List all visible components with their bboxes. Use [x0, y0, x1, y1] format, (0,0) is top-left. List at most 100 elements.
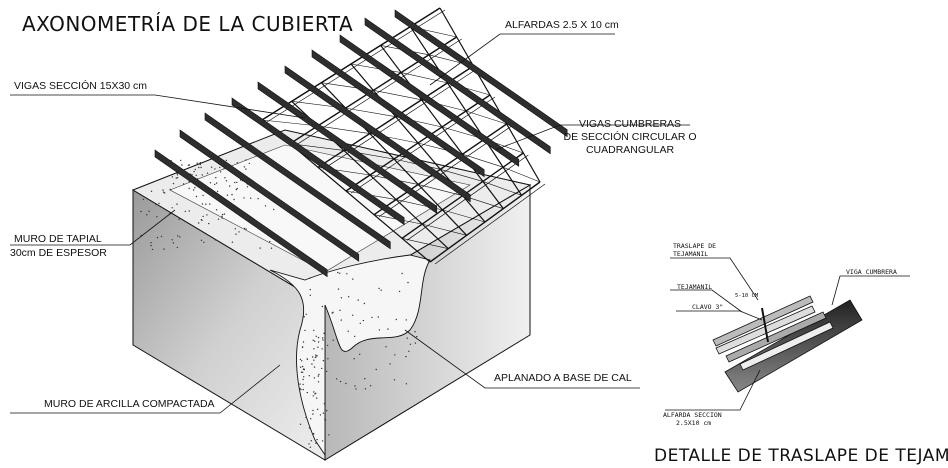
- plaster-dot: [156, 216, 158, 218]
- plaster-dot: [313, 366, 316, 368]
- brace-line: [462, 153, 504, 168]
- plaster-dot: [321, 440, 324, 442]
- plaster-dot: [176, 246, 178, 249]
- plaster-dot: [352, 314, 354, 316]
- plaster-dot: [339, 380, 342, 383]
- label-vigas-cumbreras-2: DE SECCIÓN CIRCULAR O: [563, 131, 697, 143]
- plaster-dot: [316, 355, 318, 357]
- plaster-dot: [226, 194, 229, 196]
- plaster-dot: [209, 203, 211, 205]
- brace-line: [261, 119, 318, 127]
- beam-viga: [364, 17, 551, 155]
- brace-line: [465, 110, 507, 125]
- plaster-dot: [270, 247, 273, 249]
- plaster-dot: [321, 367, 323, 370]
- plaster-dot: [150, 244, 152, 247]
- plaster-dot: [309, 294, 311, 296]
- plaster-dot: [316, 397, 318, 399]
- plaster-dot: [395, 318, 397, 321]
- plaster-dot: [175, 177, 177, 179]
- brace-line: [502, 166, 541, 183]
- plaster-dot: [363, 302, 366, 305]
- rafter-line: [434, 183, 546, 265]
- detail-label-traslape-1: TRASLAPE DE: [673, 242, 717, 250]
- plaster-patch: [269, 254, 431, 457]
- plaster-dot: [264, 205, 267, 207]
- plaster-dot: [188, 187, 190, 190]
- plaster-dot: [313, 391, 315, 393]
- plaster-dot: [315, 442, 317, 444]
- plaster-dot: [319, 414, 322, 416]
- plaster-dot: [273, 208, 275, 211]
- plaster-dot: [406, 337, 408, 339]
- brace-line: [418, 184, 463, 196]
- detail-leader-alfarda: [665, 369, 761, 411]
- plaster-dot: [309, 446, 312, 448]
- plaster-dot: [362, 319, 365, 322]
- plaster-dot: [188, 210, 190, 212]
- plaster-dot: [310, 440, 312, 442]
- plaster-dot: [203, 241, 205, 243]
- plaster-dot: [347, 296, 350, 298]
- plaster-dot: [150, 242, 152, 244]
- plaster-dot: [389, 363, 391, 365]
- beam-viga: [339, 34, 520, 167]
- plaster-dot: [340, 319, 342, 321]
- detail-title: DETALLE DE TRASLAPE DE TEJAMANIL: [654, 446, 948, 466]
- brace-line: [317, 125, 370, 134]
- plaster-dot: [339, 309, 341, 311]
- plaster-dot: [243, 166, 246, 168]
- plaster-dot: [340, 297, 343, 299]
- plaster-dot: [243, 227, 246, 230]
- plaster-dot: [269, 240, 271, 243]
- plaster-dot: [346, 273, 348, 275]
- plaster-dot: [324, 448, 326, 451]
- plaster-dot: [215, 182, 218, 184]
- detail-label-alfarda-2: 2.5X10 cm: [676, 419, 712, 427]
- plaster-dot: [408, 350, 410, 352]
- plaster-dot: [200, 219, 203, 221]
- plaster-dot: [299, 423, 302, 425]
- plaster-dot: [394, 354, 396, 356]
- plaster-dot: [322, 337, 324, 339]
- plaster-dot: [235, 188, 237, 191]
- plaster-dot: [407, 281, 409, 284]
- plaster-dot: [321, 348, 323, 350]
- leader-vigas-seccion: [10, 94, 306, 119]
- detail-label-alfarda-1: ALFARDA SECCION: [663, 411, 722, 419]
- plaster-dot: [231, 193, 233, 196]
- detail-leader-traslape: [670, 257, 759, 301]
- plaster-dot: [398, 290, 401, 293]
- plaster-dot: [208, 222, 210, 225]
- plaster-dot: [318, 373, 320, 376]
- detail-rafter: [739, 321, 834, 371]
- detail-board-3: [725, 311, 827, 363]
- plaster-dot: [234, 181, 236, 184]
- leader-alfardas: [429, 33, 615, 86]
- beam-viga: [231, 97, 405, 226]
- plaster-dot: [315, 335, 317, 337]
- plaster-dot: [306, 358, 309, 360]
- plaster-dot: [238, 231, 240, 233]
- plaster-dot: [199, 163, 201, 166]
- plaster-dot: [305, 416, 307, 419]
- detail-label-traslape-2: TEJAMANIL: [673, 250, 709, 258]
- plaster-dot: [201, 174, 203, 176]
- plaster-dot: [313, 359, 315, 361]
- plaster-dot: [352, 278, 354, 280]
- label-aplanado: APLANADO A BASE DE CAL: [494, 372, 632, 384]
- plaster-dot: [308, 375, 310, 377]
- brace-line: [442, 209, 486, 223]
- plaster-dot: [191, 174, 193, 176]
- plaster-dot: [150, 190, 153, 192]
- plaster-dot: [310, 418, 312, 420]
- plaster-dot: [302, 378, 304, 381]
- plaster-dot: [202, 215, 204, 218]
- plaster-dot: [299, 387, 301, 390]
- plaster-dot: [315, 356, 317, 358]
- plaster-dot: [326, 344, 329, 347]
- plaster-dot: [387, 328, 389, 330]
- leader-vigas-cumbreras: [494, 124, 690, 151]
- plaster-dot: [322, 360, 325, 362]
- plaster-dot: [250, 197, 252, 199]
